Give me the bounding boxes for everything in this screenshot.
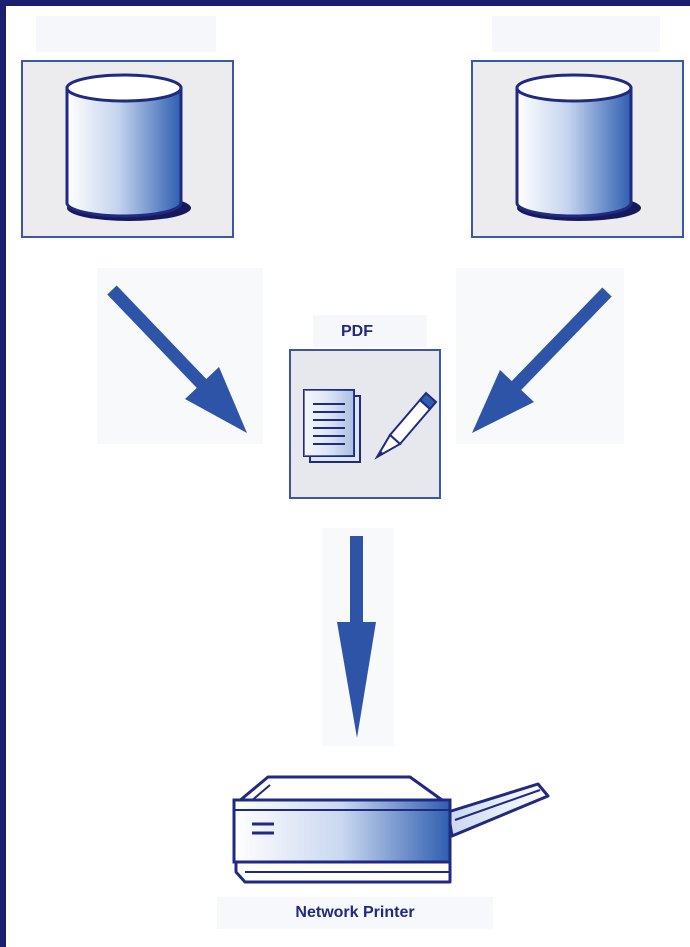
arrow-pdf-to-printer <box>337 536 376 738</box>
database-node-left <box>21 60 234 238</box>
label-plate-right <box>492 16 660 52</box>
pdf-label: PDF <box>341 323 373 340</box>
frame-top-border <box>0 0 690 6</box>
printer-icon <box>232 775 550 884</box>
pdf-node <box>289 349 441 499</box>
database-node-right <box>471 60 684 238</box>
arrow-right-to-pdf <box>472 287 612 433</box>
pdf-label-plate <box>313 315 427 347</box>
frame-left-border <box>0 0 6 947</box>
printer-lid <box>236 775 444 804</box>
document-icon <box>303 389 361 463</box>
label-plate-left <box>36 16 216 52</box>
database-icon <box>515 73 641 221</box>
arrow-left-to-pdf <box>107 285 247 433</box>
pencil-icon <box>374 391 438 460</box>
network-printer-label: Network Printer <box>217 897 493 929</box>
database-icon <box>65 73 191 221</box>
